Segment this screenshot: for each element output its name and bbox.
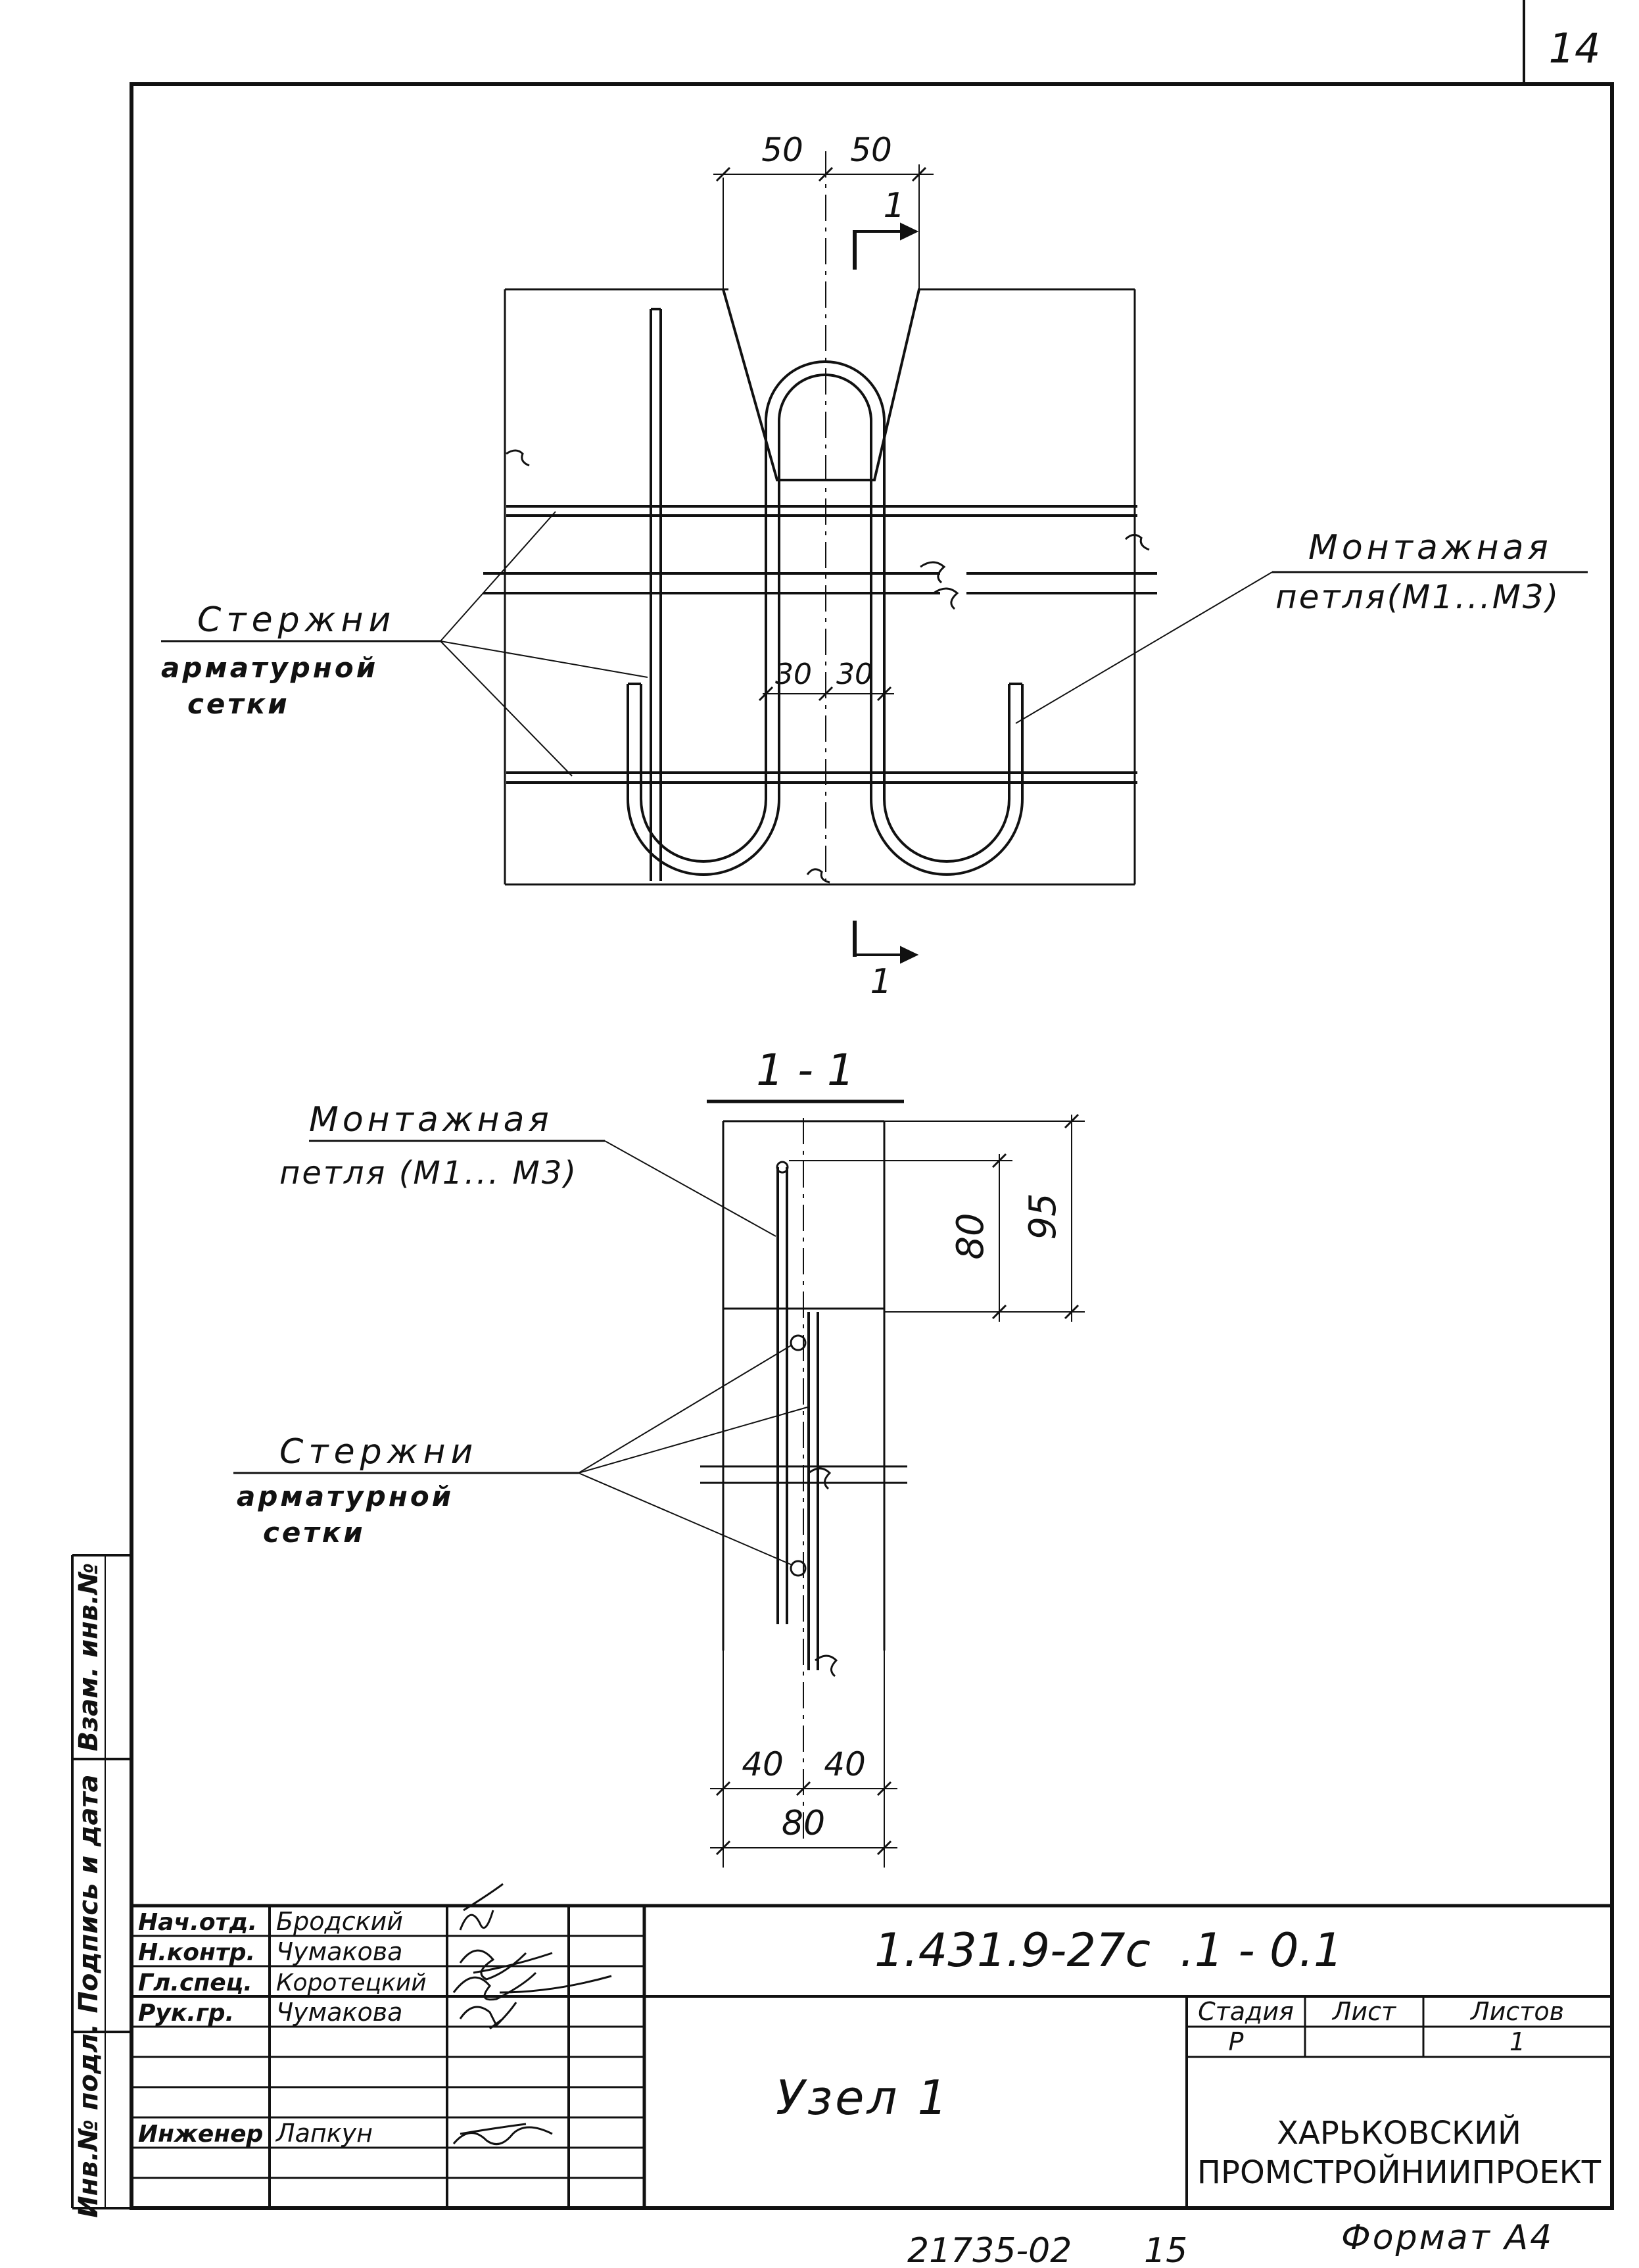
- format-label: Формат А4: [1341, 2218, 1554, 2257]
- section-rods-label-line2: арматурной: [237, 1480, 454, 1512]
- section-view: [233, 1113, 1085, 1868]
- tb-doc-code: 1.431.9-27с .1 - 0.1: [874, 1923, 1342, 1977]
- section-mark-bottom-label: 1: [870, 962, 891, 1001]
- plan-rods-label-line1: Стержни: [197, 600, 396, 640]
- tb-name-5: Лапкун: [275, 2119, 373, 2148]
- tb-org-line1: ХАРЬКОВСКИЙ: [1277, 2114, 1521, 2152]
- plan-dim-inner-left: 30: [775, 658, 812, 691]
- section-dim-bottom-right: 40: [824, 1745, 866, 1783]
- tb-sheets-value: 1: [1509, 2027, 1525, 2056]
- tb-stage-value: Р: [1229, 2027, 1244, 2056]
- tb-org-line2: ПРОМСТРОЙНИИПРОЕКТ: [1197, 2154, 1602, 2191]
- side-stamp: [71, 1554, 131, 2209]
- plan-loop-label-line1: Монтажная: [1308, 528, 1552, 567]
- tb-name-2: Коротецкий: [276, 1969, 427, 1996]
- plan-dim-top-right: 50: [850, 131, 892, 169]
- section-title: 1 - 1: [756, 1045, 855, 1096]
- title-block-grid: [131, 1904, 1612, 2208]
- plan-view: [161, 151, 1588, 964]
- section-rods-label-line3: сетки: [263, 1516, 366, 1549]
- plan-loop-label-line2: петля(М1...М3): [1275, 578, 1560, 616]
- section-dim-95-vertical: 95: [1022, 1193, 1064, 1240]
- tb-sheets-header: Листов: [1469, 1997, 1564, 2026]
- tb-name-1: Чумакова: [276, 1937, 402, 1966]
- section-dim-bottom-left: 40: [742, 1745, 784, 1783]
- bottom-note: 21735-02: [907, 2231, 1072, 2268]
- tb-sheet-header: Лист: [1331, 1997, 1397, 2026]
- side-stamp-podpis-data: Подпись и дата: [74, 1774, 104, 2013]
- tb-role-3: Рук.гр.: [138, 2000, 234, 2027]
- side-stamp-vzam-inv: Взам. инв.№: [74, 1563, 104, 1752]
- signatures: [452, 1883, 612, 2146]
- plan-dim-inner-right: 30: [836, 658, 873, 691]
- section-rods-label-line1: Стержни: [279, 1432, 478, 1472]
- bottom-page: 15: [1144, 2231, 1187, 2268]
- tb-role-1: Н.контр.: [138, 1939, 255, 1966]
- tb-role-0: Нач.отд.: [138, 1909, 257, 1936]
- plan-rods-label-line2: арматурной: [161, 652, 378, 684]
- section-mark-top-label: 1: [883, 186, 905, 226]
- section-loop-label-line2: петля (М1... М3): [279, 1155, 578, 1192]
- section-loop-label-line1: Монтажная: [309, 1100, 553, 1140]
- plan-rods-label-line3: сетки: [187, 688, 290, 720]
- tb-name-0: Бродский: [276, 1907, 403, 1936]
- tb-role-2: Гл.спец.: [138, 1969, 252, 1996]
- section-dim-bottom-total: 80: [782, 1804, 825, 1843]
- section-dim-80-vertical: 80: [949, 1213, 992, 1259]
- tb-stage-header: Стадия: [1198, 1997, 1294, 2026]
- plan-dim-top-left: 50: [761, 131, 803, 169]
- tb-name-3: Чумакова: [276, 1998, 402, 2027]
- tb-role-5: Инженер: [138, 2121, 263, 2148]
- page-number: 14: [1549, 24, 1601, 72]
- side-stamp-inv-podl: Инв.№ подл.: [74, 2023, 104, 2218]
- tb-drawing-name: Узел 1: [776, 2070, 950, 2125]
- drawing-frame: [130, 82, 1614, 2210]
